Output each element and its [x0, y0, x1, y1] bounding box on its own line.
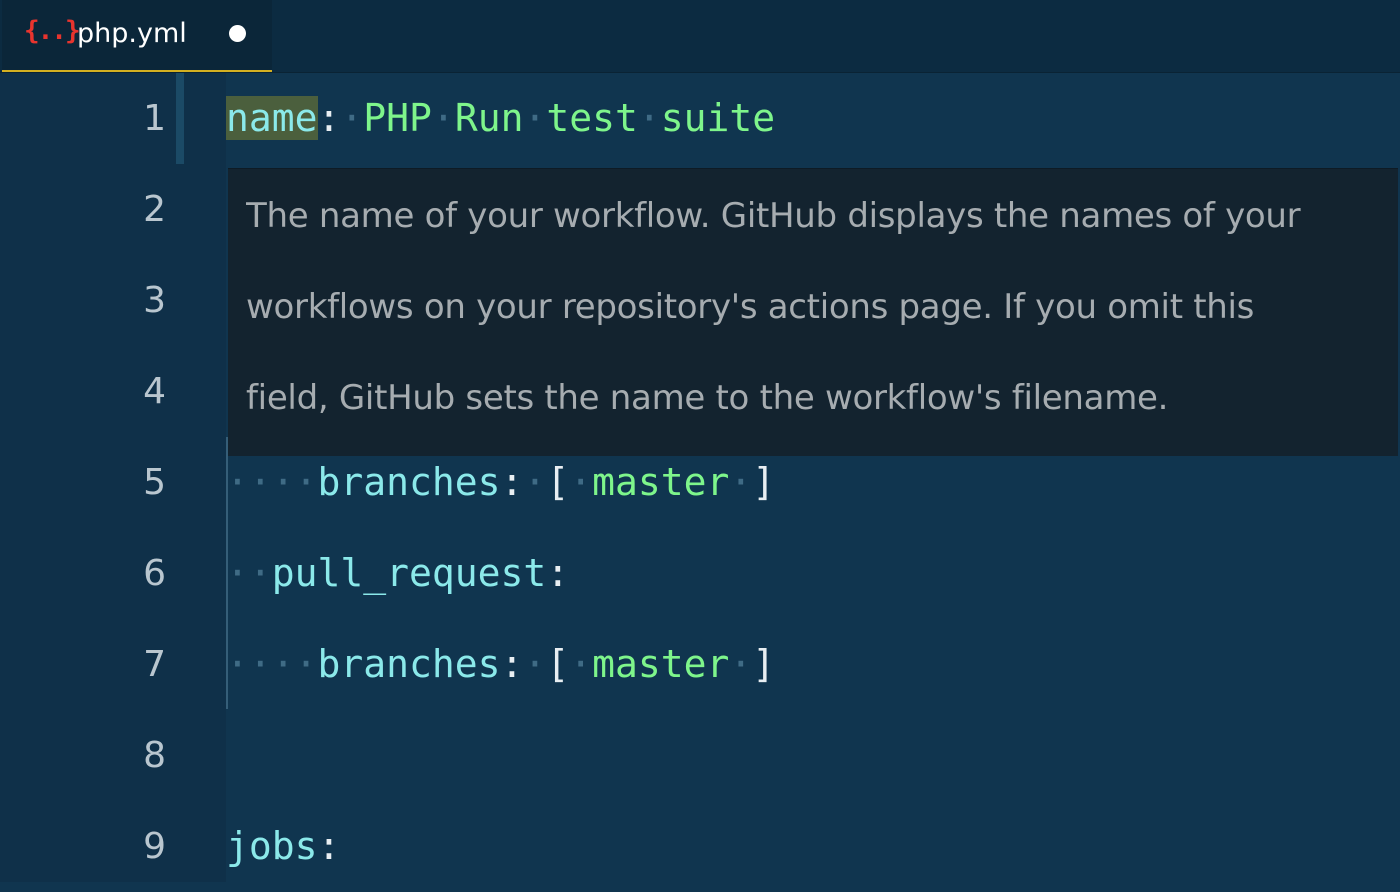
line-number: 3 [143, 280, 166, 321]
json-braces-icon: {..} [24, 16, 81, 46]
line-number: 2 [143, 189, 166, 230]
whitespace-dot: · [569, 642, 593, 686]
yaml-value-word: PHP [363, 96, 432, 140]
yaml-key: branches [317, 460, 501, 504]
close-bracket: ] [752, 460, 776, 504]
yaml-key: pull_request [271, 551, 547, 595]
whitespace-dot: · [340, 96, 364, 140]
code-line-6[interactable]: ··pull_request: [226, 528, 569, 619]
yaml-value: master [592, 460, 730, 504]
yaml-key: jobs [226, 824, 318, 868]
line-number: 5 [143, 462, 166, 503]
whitespace-dot: · [523, 642, 547, 686]
tooltip-line: workflows on your repository's actions p… [246, 287, 1255, 327]
close-bracket: ] [752, 642, 776, 686]
whitespace-dot: · [431, 96, 455, 140]
indent-guide [226, 437, 228, 709]
line-number-gutter: 1 2 3 4 5 6 7 8 9 [0, 73, 226, 882]
whitespace-dot: · [523, 96, 547, 140]
code-line-7[interactable]: ····branches:·[·master·] [226, 619, 775, 710]
open-bracket: [ [546, 642, 570, 686]
line-number: 8 [143, 735, 166, 776]
tooltip-line: field, GitHub sets the name to the workf… [246, 378, 1169, 418]
yaml-key: name [226, 96, 318, 140]
whitespace-dot: · [569, 460, 593, 504]
colon: : [500, 460, 524, 504]
colon: : [317, 824, 341, 868]
whitespace-dots: ···· [226, 642, 318, 686]
colon: : [546, 551, 570, 595]
line-number: 4 [143, 371, 166, 412]
open-bracket: [ [546, 460, 570, 504]
line-number: 7 [143, 644, 166, 685]
whitespace-dot: · [729, 460, 753, 504]
tab-bar: {..} php.yml [0, 0, 1400, 73]
yaml-value-word: suite [660, 96, 776, 140]
colon: : [500, 642, 524, 686]
yaml-value-word: test [546, 96, 638, 140]
whitespace-dot: · [637, 96, 661, 140]
yaml-key: branches [317, 642, 501, 686]
yaml-value-word: Run [454, 96, 524, 140]
code-editor[interactable]: 1 2 3 4 5 6 7 8 9 name:·PHP·Run·test·sui… [0, 73, 1400, 882]
unsaved-dot-icon[interactable] [229, 25, 246, 42]
whitespace-dot: · [729, 642, 753, 686]
whitespace-dot: · [523, 460, 547, 504]
tab-php-yml[interactable]: {..} php.yml [2, 0, 272, 72]
tooltip-line: The name of your workflow. GitHub displa… [246, 196, 1301, 236]
code-line-9[interactable]: jobs: [226, 801, 340, 892]
colon: : [317, 96, 341, 140]
whitespace-dots: ·· [226, 551, 272, 595]
code-area[interactable]: name:·PHP·Run·test·suite ····branches:·[… [226, 73, 1400, 882]
tab-filename: php.yml [77, 18, 187, 49]
line-number: 1 [143, 98, 166, 139]
code-line-1[interactable]: name:·PHP·Run·test·suite [226, 73, 775, 164]
code-line-5[interactable]: ····branches:·[·master·] [226, 437, 775, 528]
hover-tooltip: The name of your workflow. GitHub displa… [228, 168, 1398, 456]
line-number: 6 [143, 553, 166, 594]
active-line-marker [176, 73, 184, 164]
yaml-value: master [592, 642, 730, 686]
line-number: 9 [143, 826, 166, 867]
whitespace-dots: ···· [226, 460, 318, 504]
